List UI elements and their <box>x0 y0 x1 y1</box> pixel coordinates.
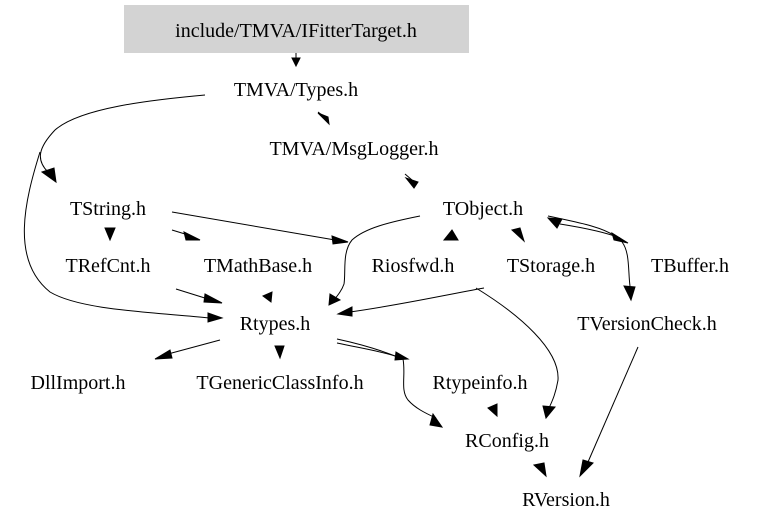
edge-tstorage-rtypes <box>349 287 485 313</box>
node-rtypeinfo[interactable]: Rtypeinfo.h <box>433 372 528 394</box>
node-dllimport[interactable]: DllImport.h <box>31 372 126 394</box>
arrowhead-dllimport <box>154 349 173 360</box>
arrowhead-rversion-tversioncheck <box>579 459 594 478</box>
node-msglogger[interactable]: TMVA/MsgLogger.h <box>269 138 438 160</box>
arrowhead-tversioncheck <box>623 285 636 302</box>
arrowhead-rconfig-rtypeinfo <box>487 403 498 418</box>
arrowhead-rtypes-trefcnt <box>203 293 223 304</box>
edge-tversioncheck-rversion <box>587 346 639 463</box>
edge-types-rtypes <box>23 151 211 319</box>
node-tmathbase[interactable]: TMathBase.h <box>204 255 312 277</box>
node-ifittertarget[interactable]: include/TMVA/IFitterTarget.h <box>175 20 417 42</box>
arrowhead-tstorage <box>510 227 526 243</box>
edges <box>23 53 639 478</box>
node-tstring[interactable]: TString.h <box>70 198 146 220</box>
node-trefcnt[interactable]: TRefCnt.h <box>66 255 151 277</box>
arrowhead-trefcnt <box>104 227 116 242</box>
arrowhead-tstring <box>40 167 57 184</box>
edge-msglogger-tobject <box>404 173 413 181</box>
edge-tobject-tbuffer <box>547 215 616 237</box>
arrowhead-rconfig-left <box>429 412 444 428</box>
edge-tobject-rtypes <box>333 215 421 301</box>
edge-rtypes-rconfig-curve <box>402 358 437 419</box>
edge-tobject-tversioncheck <box>621 241 631 287</box>
edge-tstring-tmathbase <box>171 229 186 235</box>
node-tgenericclassinfo[interactable]: TGenericClassInfo.h <box>196 372 363 394</box>
node-rversion[interactable]: RVersion.h <box>522 489 610 511</box>
arrowhead-rtypes-tstorage <box>336 306 353 317</box>
edge-trefcnt-rtypes <box>175 288 209 300</box>
node-tversioncheck[interactable]: TVersionCheck.h <box>577 313 716 335</box>
node-tstorage[interactable]: TStorage.h <box>507 255 595 277</box>
arrowhead-rtypes-tmathbase <box>262 291 273 303</box>
edge-rtypes-dllimport <box>167 339 221 355</box>
edge-tstorage-rconfig <box>475 287 559 411</box>
arrowhead-rtypes-left <box>207 312 224 323</box>
edge-tstring-riosfwd <box>171 211 336 241</box>
root-node-box <box>124 5 469 53</box>
node-rconfig[interactable]: RConfig.h <box>465 430 549 452</box>
node-rtypes[interactable]: Rtypes.h <box>240 313 311 335</box>
arrowhead-tgenericclassinfo <box>274 345 285 360</box>
edge-types-tstring <box>39 94 206 173</box>
node-tobject[interactable]: TObject.h <box>443 198 523 220</box>
arrowhead-msglogger <box>317 112 330 126</box>
arrowhead-rversion-rconfig <box>532 462 547 478</box>
arrowhead-types <box>291 57 301 68</box>
edge-rtypes-rconfig <box>336 342 399 358</box>
node-riosfwd[interactable]: Riosfwd.h <box>372 255 455 277</box>
arrowhead-riosfwd-left <box>331 235 349 245</box>
arrowhead-tobject <box>404 176 419 189</box>
arrowhead-rtypeinfo <box>394 351 410 361</box>
arrowhead-riosfwd <box>442 229 459 241</box>
arrowhead-rtypes-top-right <box>328 293 342 306</box>
arrowhead-rconfig-right <box>542 405 556 420</box>
node-labels: include/TMVA/IFitterTarget.h TMVA/Types.… <box>31 20 729 511</box>
node-types[interactable]: TMVA/Types.h <box>234 79 358 101</box>
node-tbuffer[interactable]: TBuffer.h <box>651 255 729 277</box>
arrowhead-tbuffer <box>611 231 629 244</box>
arrowhead-tobject-back <box>546 217 563 229</box>
arrowhead-tmathbase <box>183 231 201 241</box>
